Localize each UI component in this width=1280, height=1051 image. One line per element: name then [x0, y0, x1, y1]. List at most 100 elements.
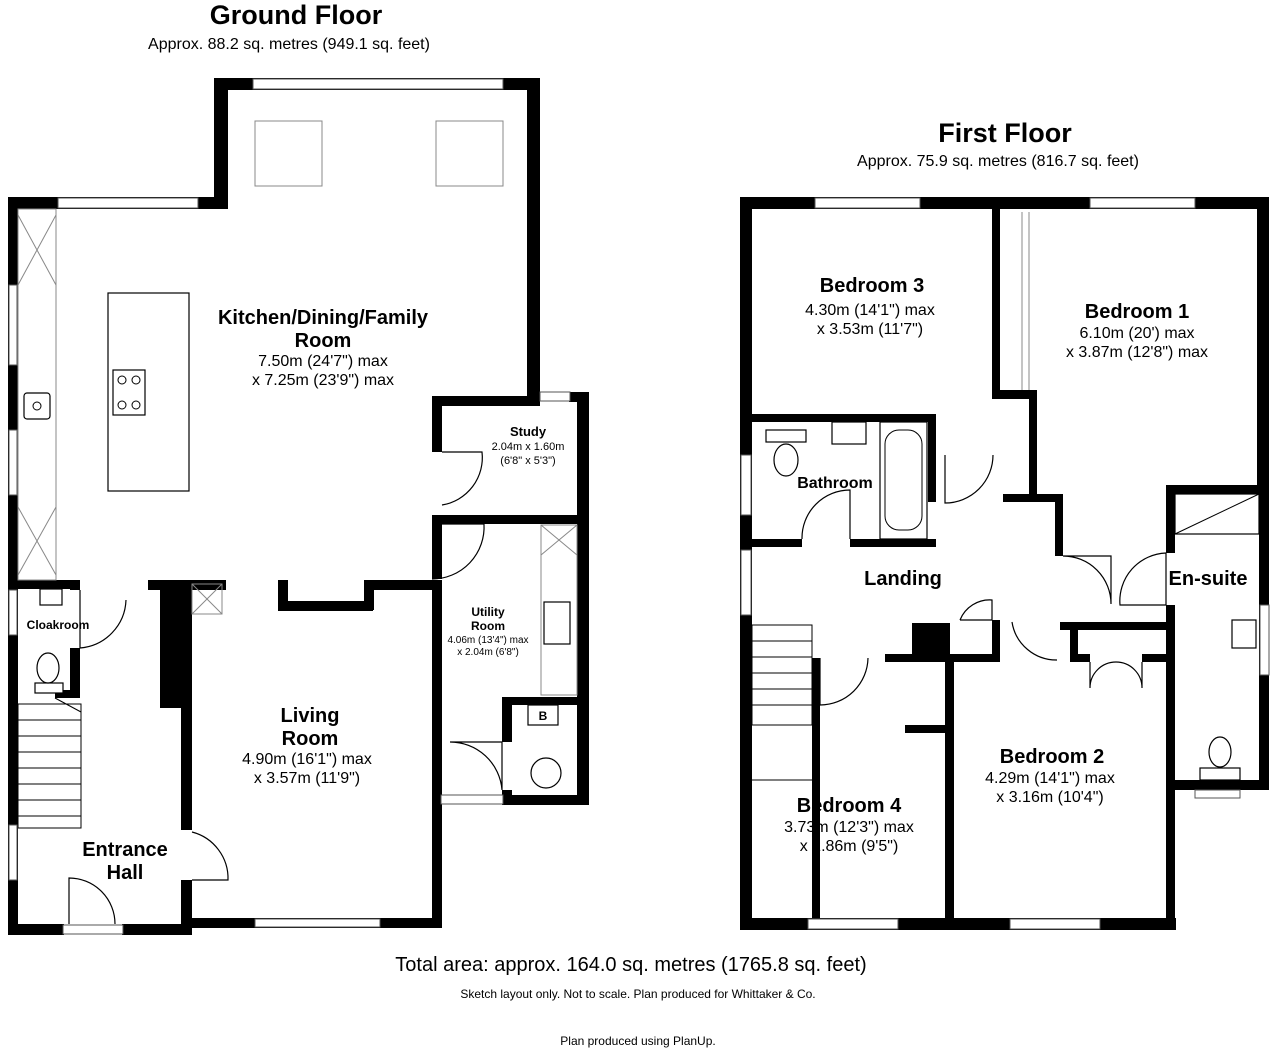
- room-dimensions: 4.90m (16'1") max: [242, 751, 372, 768]
- hob-ring: [131, 400, 141, 410]
- wall: [1070, 654, 1090, 662]
- wall: [752, 414, 932, 422]
- wall: [148, 580, 226, 590]
- room-dimensions: 3.73m (12'3") max: [784, 819, 914, 836]
- window: [807, 918, 899, 930]
- unit-diagonal: [191, 583, 223, 615]
- room-name: Entrance: [82, 839, 168, 861]
- unit-diagonal: [540, 524, 578, 556]
- wall: [278, 580, 288, 610]
- door-swing: [819, 657, 869, 706]
- window: [1009, 918, 1101, 930]
- hob-ring: [131, 375, 141, 385]
- door-swing: [1089, 661, 1143, 689]
- wall: [1166, 485, 1175, 553]
- toilet-bowl: [773, 443, 799, 477]
- unit-diagonal: [17, 506, 57, 576]
- room-name: Utility: [471, 605, 505, 619]
- room-dimensions: x 7.25m (23'9") max: [252, 372, 394, 389]
- room-entrance-hall: Entrance Hall: [82, 839, 168, 884]
- wall: [1257, 197, 1269, 494]
- wall: [885, 654, 1000, 662]
- washing-machine-icon: [530, 757, 562, 789]
- window: [740, 549, 752, 616]
- wall: [740, 918, 1176, 930]
- room-name: Room: [282, 728, 339, 750]
- skylight: [254, 120, 323, 187]
- room-dimensions: 4.06m (13'4") max: [447, 635, 528, 646]
- skylight: [435, 120, 504, 187]
- wall: [502, 795, 589, 805]
- wall: [502, 697, 577, 705]
- basin-icon: [39, 588, 63, 606]
- room-name: En-suite: [1169, 568, 1248, 590]
- stairs-icon: [17, 697, 82, 829]
- wall: [905, 725, 945, 733]
- window: [440, 794, 504, 805]
- toilet-icon: [765, 429, 807, 443]
- window: [8, 284, 18, 366]
- total-area: Total area: approx. 164.0 sq. metres (17…: [395, 954, 866, 976]
- room-name: Room: [471, 619, 505, 633]
- wall: [812, 658, 820, 918]
- room-dimensions: 7.50m (24'7") max: [258, 353, 388, 370]
- wall: [1070, 622, 1078, 662]
- wall: [992, 620, 1000, 662]
- wall: [364, 580, 374, 610]
- room-dimensions: x 3.57m (11'9"): [254, 770, 360, 787]
- wall: [181, 880, 192, 935]
- toilet-icon: [1199, 767, 1241, 781]
- shower-diagonal: [1174, 493, 1260, 535]
- room-bedroom-1: Bedroom 1 6.10m (20') max x 3.87m (12'8"…: [1066, 301, 1208, 361]
- room-dimensions: 4.30m (14'1") max: [805, 302, 935, 319]
- wall: [432, 590, 442, 925]
- kitchen-worktop: [17, 208, 57, 581]
- room-bedroom-4: Bedroom 4 3.73m (12'3") max x 2.86m (9'5…: [784, 795, 914, 855]
- wall: [8, 924, 64, 935]
- room-study: Study 2.04m x 1.60m (6'8" x 5'3"): [492, 424, 565, 467]
- room-name: Bathroom: [797, 475, 873, 492]
- wall: [1142, 654, 1175, 662]
- wall: [577, 392, 589, 805]
- chimney-breast: [191, 583, 223, 615]
- basin-icon: [1231, 619, 1257, 649]
- first-floor-title: First Floor: [938, 118, 1072, 148]
- wall: [122, 924, 192, 935]
- room-utility: Utility Room 4.06m (13'4") max x 2.04m (…: [447, 605, 528, 658]
- room-kitchen-dining-family: Kitchen/Dining/Family Room 7.50m (24'7")…: [218, 307, 429, 389]
- wall: [181, 580, 192, 830]
- wall: [1166, 605, 1175, 930]
- window: [1089, 197, 1196, 209]
- wall: [364, 580, 442, 590]
- window: [1259, 604, 1270, 676]
- room-dimensions: x 2.04m (6'8"): [457, 647, 519, 658]
- room-bedroom-3: Bedroom 3 4.30m (14'1") max x 3.53m (11'…: [805, 275, 935, 338]
- room-dimensions: 2.04m x 1.60m: [492, 441, 565, 453]
- window: [740, 454, 752, 516]
- wall: [928, 414, 936, 502]
- room-bathroom: Bathroom: [797, 475, 873, 492]
- ground-floor-title: Ground Floor: [210, 0, 383, 30]
- sink-drain: [32, 401, 42, 411]
- unit-diagonal: [17, 214, 57, 286]
- door-swing: [191, 831, 229, 881]
- room-name: Bedroom 2: [1000, 746, 1104, 768]
- bath-icon: [879, 421, 928, 540]
- first-floor-plan: Bedroom 3 4.30m (14'1") max x 3.53m (11'…: [740, 197, 1270, 930]
- window: [814, 197, 921, 209]
- door-swing: [441, 451, 483, 506]
- window: [539, 391, 571, 402]
- room-en-suite: En-suite: [1169, 568, 1248, 590]
- wall: [432, 396, 540, 406]
- wall: [1055, 494, 1063, 556]
- hob-icon: [112, 369, 146, 416]
- door-swing: [1119, 552, 1167, 606]
- room-name: Kitchen/Dining/Family: [218, 307, 429, 329]
- window: [8, 589, 18, 636]
- basin-icon: [831, 421, 867, 445]
- window: [8, 429, 18, 496]
- room-dimensions: 4.29m (14'1") max: [985, 770, 1115, 787]
- door-swing: [1062, 555, 1112, 605]
- wall: [8, 580, 80, 589]
